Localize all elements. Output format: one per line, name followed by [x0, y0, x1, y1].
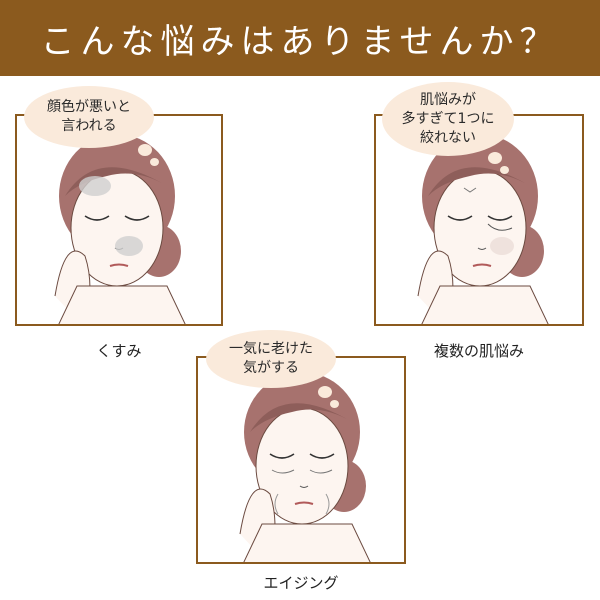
woman-illustration-dullness	[54, 134, 186, 324]
page-title: こんな悩みはありませんか？	[40, 21, 560, 62]
header-banner: こんな悩みはありませんか？	[0, 0, 600, 76]
bubble-dot	[500, 166, 509, 174]
speech-bubble-dullness: 顔色が悪いと 言われる	[24, 86, 154, 148]
woman-illustration-multiple-concerns	[417, 134, 549, 324]
bubble-dot	[488, 152, 502, 164]
bubble-dot	[138, 144, 152, 156]
caption-multiple-concerns: 複数の肌悩み	[433, 342, 524, 360]
panel-dullness	[15, 114, 223, 326]
bubble-dot	[330, 400, 339, 408]
caption-aging: エイジング	[263, 574, 339, 592]
woman-illustration-aging	[239, 372, 371, 562]
caption-dullness: くすみ	[96, 342, 142, 360]
bubble-dot	[150, 158, 159, 166]
panel-multiple-concerns	[374, 114, 584, 326]
speech-bubble-aging: 一気に老けた 気がする	[206, 330, 336, 388]
bubble-dot	[318, 386, 332, 398]
speech-bubble-multiple-concerns: 肌悩みが 多すぎて1つに 絞れない	[382, 82, 514, 156]
panel-aging	[196, 356, 406, 564]
